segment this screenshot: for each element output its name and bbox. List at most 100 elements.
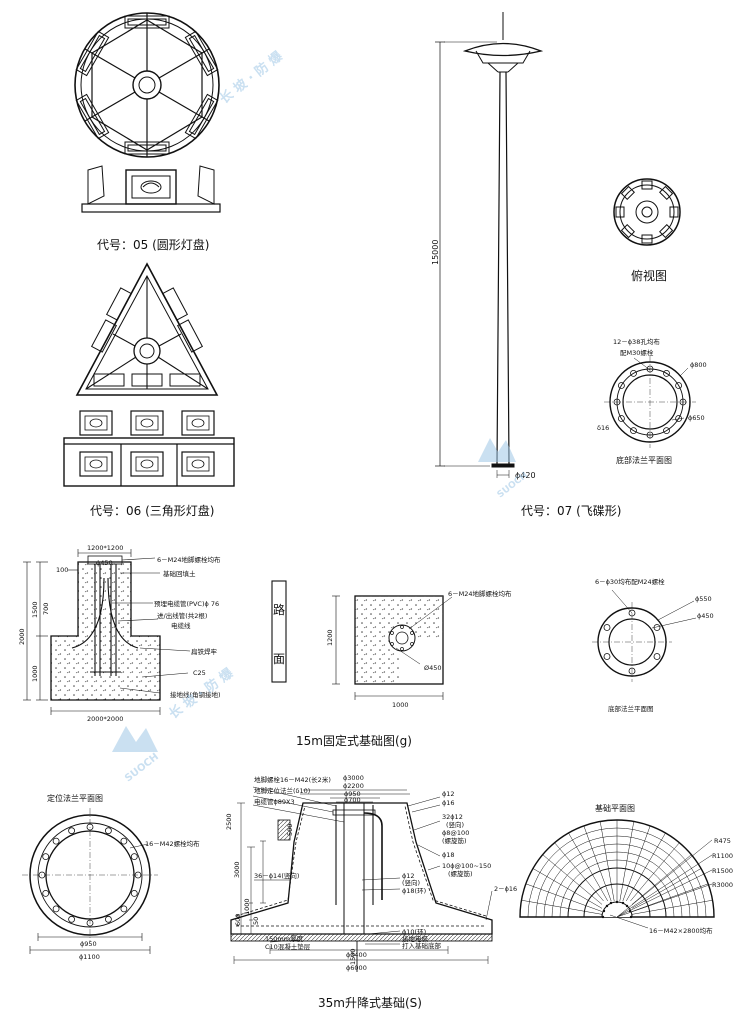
lift-sec-r8: ϕ8@100 [442, 829, 469, 837]
fixed-plan [271, 580, 453, 700]
lift-sec-r32: 32ϕ12 [442, 813, 463, 821]
lift-pos-flange-d1100: ϕ1100 [79, 953, 100, 961]
lift-sec-r8b: (螺旋筋) [442, 836, 467, 845]
fig07-flange-bolts: 配M30螺栓 [620, 348, 654, 357]
fixed-plan-road-2: 面 [273, 652, 285, 666]
fixed-plan-road-1: 路 [273, 602, 285, 617]
fixed-sec-d1000: 1000 [31, 665, 39, 682]
fig07-top-view [613, 178, 681, 246]
lift-pos-flange [22, 808, 158, 954]
lift-pos-flange-bolts: 16－M42螺栓均布 [145, 839, 200, 848]
fixed-sec-io: 进/出线管(共2根) [157, 611, 207, 620]
lift-plan-r475: R475 [714, 837, 731, 845]
lift-pos-flange-d950: ϕ950 [80, 940, 97, 948]
lift-sec-v600: 600 [234, 914, 242, 926]
lift-sec-c10: ϕ10(环) [402, 928, 426, 936]
fixed-sec-d100: 100 [56, 566, 68, 574]
lift-caption: 35m升降式基础(S) [318, 996, 422, 1010]
lift-sec-ground: 接地电极 [402, 934, 429, 943]
lift-sec-v2500: 2500 [225, 813, 233, 830]
lift-sec-v500: 500 [286, 824, 294, 836]
watermark-brand-top: 长 坡 · 防 爆 [217, 48, 287, 107]
fig05-caption: 代号：05 (圆形灯盘) [97, 237, 209, 252]
lift-sec-v50: 50 [252, 917, 260, 925]
lift-sec-r10b: (螺旋筋) [448, 869, 473, 878]
lift-sec-l2: 地脚定位法兰(δ10) [254, 786, 310, 795]
fixed-sec-d2000: 2000 [18, 628, 26, 645]
fig07-flange-plan [604, 356, 696, 448]
lift-sec-pile: 打入基础底部 [402, 941, 442, 950]
lift-sec-l3: 电缆管ϕ89X3 [254, 797, 295, 806]
fixed-sec-conc: C25 [193, 669, 206, 677]
lift-sec-r10: 10ϕ@100~150 [442, 862, 491, 870]
fig06-caption: 代号：06 (三角形灯盘) [90, 503, 214, 518]
fixed-caption: 15m固定式基础图(g) [296, 733, 412, 748]
lift-sec-v3000: 3000 [233, 861, 241, 878]
fig07-ufo-mast [435, 12, 544, 478]
lift-sec-l1: 地脚螺栓16－M42(长2米) [254, 775, 331, 784]
fixed-sec-backfill: 基础回填土 [163, 569, 196, 578]
lift-sec-top-2200: ϕ2200 [343, 782, 364, 790]
fixed-plan-bolts: 6－M24地脚螺栓均布 [448, 589, 512, 598]
watermark-logo-mid: SUOCH [112, 726, 161, 784]
watermark-logo-top: 长 坡 · 防 爆 长 坡 · 防 爆 SUOCH [166, 48, 530, 723]
lift-sec-v1000: 1000 [243, 898, 251, 915]
fixed-flange-d550: ϕ550 [695, 595, 712, 603]
lift-plan-r1500: R1500 [712, 867, 733, 875]
fixed-sec-d700: 700 [42, 603, 50, 615]
lift-sec-r16a: ϕ16 [442, 799, 455, 807]
fig07-flange-holes: 12－ϕ38孔均布 [613, 337, 660, 346]
fixed-plan-d1200: 1200 [326, 629, 334, 646]
lift-base-plan [519, 819, 715, 929]
fig05-circular-panel [74, 12, 221, 213]
lift-plan-r3000: R3000 [712, 881, 733, 889]
fixed-sec-weld: 扁铁焊牢 [191, 647, 218, 656]
lift-sec-side: 2－ϕ16 [494, 885, 517, 893]
fig07-flange-d800: ϕ800 [690, 361, 707, 369]
lift-sec-bot-6000: ϕ6000 [346, 964, 367, 972]
lift-pos-flange-title: 定位法兰平面图 [47, 793, 103, 803]
fixed-flange-holes: 6－ϕ30均布配M24螺栓 [595, 577, 665, 586]
lift-sec-r12b: (竖向) [446, 820, 464, 829]
fixed-sec-d1500: 1500 [31, 601, 39, 618]
lift-sec-bot-3400: ϕ3400 [346, 951, 367, 959]
fixed-sec-wbase: 2000*2000 [87, 715, 123, 723]
fixed-flange-title: 底部法兰平面图 [608, 704, 654, 713]
fixed-flange-d450: ϕ450 [697, 612, 714, 620]
fig07-base-dia: ϕ420 [515, 471, 536, 480]
fixed-sec-cable: 电缆线 [171, 621, 191, 630]
fixed-flange-plan [592, 589, 697, 682]
lift-plan-title: 基础平面图 [595, 803, 635, 813]
lift-sec-r18: ϕ18 [442, 851, 455, 859]
fig07-flange-title: 底部法兰平面图 [616, 455, 672, 465]
lift-sec-v1500: 1500 [349, 948, 357, 965]
watermark-en-mid: SUOCH [123, 751, 161, 784]
lift-sec-pad2: C10混凝土垫层 [265, 942, 311, 951]
lift-section [230, 786, 493, 972]
lift-plan-r1100: R1100 [712, 852, 733, 860]
lift-sec-s36: 36－ϕ14(竖向) [254, 871, 299, 880]
lift-sec-c12: ϕ12 [402, 872, 415, 880]
fixed-sec-wtop: 1200*1200 [87, 544, 123, 552]
fixed-sec-bolts: 6－M24地脚螺栓均布 [157, 555, 221, 564]
fig07-top-view-title: 俯视图 [631, 268, 667, 283]
fig07-flange-thk: δ16 [597, 424, 609, 432]
fixed-sec-pvc: 预埋电缆管(PVC)ϕ 76 [154, 599, 219, 608]
lift-sec-c12b: (竖向) [402, 878, 420, 887]
lift-sec-r12a: ϕ12 [442, 790, 455, 798]
fixed-section [23, 549, 191, 715]
fig07-height-dim: 15000 [431, 240, 440, 265]
fixed-plan-d1000: 1000 [392, 701, 409, 709]
lift-sec-top-700: ϕ700 [344, 796, 361, 804]
fixed-sec-ground: 接地线(角钢接地) [170, 690, 221, 699]
lift-sec-top-950: ϕ950 [344, 790, 361, 798]
lift-sec-c18: ϕ18(环) [402, 887, 426, 895]
lift-plan-bolts: 16－M42×2800均布 [649, 926, 713, 935]
fixed-sec-d450: ϕ450 [96, 559, 113, 567]
fig07-flange-d650: ϕ650 [688, 414, 705, 422]
lift-sec-top-3000: ϕ3000 [343, 774, 364, 782]
fig07-caption: 代号：07 (飞碟形) [521, 504, 621, 518]
fig06-triangle-panel [63, 262, 235, 487]
lift-sec-pad: 150mm厚度 [265, 934, 304, 943]
